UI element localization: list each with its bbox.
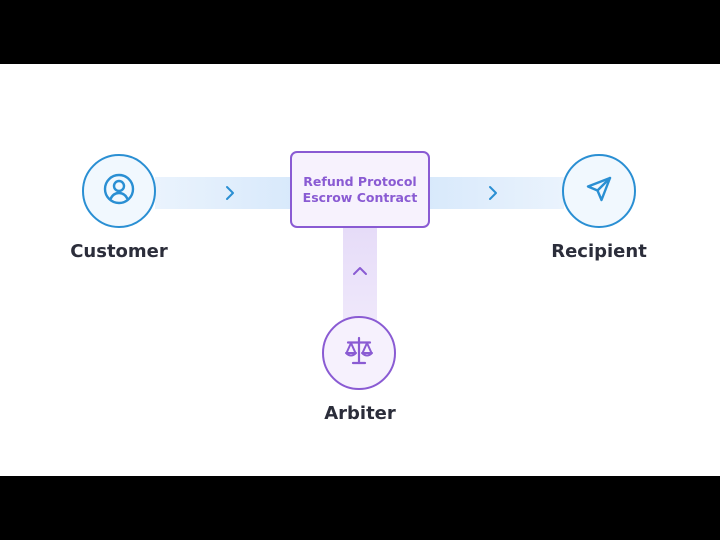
chevron-right-icon xyxy=(487,185,499,201)
chevron-up-icon xyxy=(352,265,368,277)
user-circle-icon xyxy=(101,171,137,211)
escrow-contract-box: Refund Protocol Escrow Contract xyxy=(290,151,430,228)
contract-title-line1: Refund Protocol xyxy=(303,173,417,189)
send-icon xyxy=(583,173,615,209)
customer-to-contract-connector xyxy=(155,177,292,209)
scales-icon xyxy=(341,333,377,373)
contract-title-line2: Escrow Contract xyxy=(302,189,418,205)
arbiter-label: Arbiter xyxy=(324,403,396,424)
customer-label: Customer xyxy=(70,241,168,262)
arbiter-node xyxy=(322,316,396,390)
diagram-canvas: Refund Protocol Escrow Contract Customer… xyxy=(0,64,720,476)
recipient-label: Recipient xyxy=(551,241,647,262)
recipient-node xyxy=(562,154,636,228)
chevron-right-icon xyxy=(224,185,236,201)
arbiter-to-contract-connector xyxy=(343,228,377,322)
customer-node xyxy=(82,154,156,228)
